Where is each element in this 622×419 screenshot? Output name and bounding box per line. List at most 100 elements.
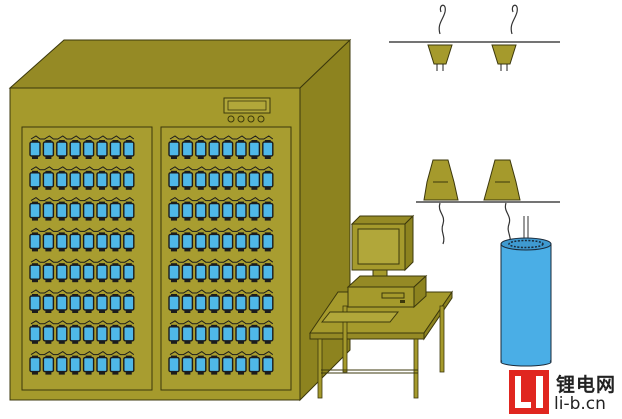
logo-domain: li-b.cn: [554, 394, 606, 414]
cell-clip: [224, 217, 231, 221]
battery-cell: [262, 141, 274, 157]
control-panel: [223, 97, 271, 123]
battery-cell: [109, 264, 122, 280]
cell-clip: [264, 279, 271, 283]
logo-name-cn: 锂电网: [556, 374, 617, 396]
cell-clip: [171, 371, 177, 375]
battery-cell: [208, 172, 220, 188]
cell-clip: [184, 186, 191, 190]
cell-clip: [99, 310, 105, 313]
battery-cell: [195, 172, 207, 188]
cell-clip: [85, 248, 92, 252]
holder-block: [483, 159, 521, 201]
battery-cell: [168, 141, 180, 157]
cabinet-door-left: [21, 126, 153, 391]
cell-clip: [251, 156, 258, 159]
cell-clip: [264, 371, 271, 375]
battery-cell: [221, 356, 234, 373]
battery-cell: [195, 233, 207, 250]
battery-cell: [235, 356, 247, 373]
cell-clip: [58, 186, 65, 190]
battery-cell: [262, 326, 274, 342]
cell-clip: [99, 217, 105, 221]
cell-clip: [238, 340, 244, 344]
battery-cell: [69, 264, 81, 280]
battery-cell: [195, 202, 207, 219]
battery-cell: [123, 295, 135, 311]
battery-cell: [235, 264, 247, 280]
cell-clip: [171, 156, 177, 159]
battery-cell: [42, 264, 55, 280]
li-b-logo-icon: [509, 370, 549, 414]
battery-cell: [221, 172, 234, 188]
cell-clip: [171, 217, 177, 221]
battery-cell: [181, 202, 194, 219]
cell-clip: [211, 186, 218, 190]
cell-clip: [58, 279, 65, 283]
battery-cell: [235, 141, 247, 157]
battery-cell: [168, 202, 180, 219]
battery-cell: [29, 172, 41, 188]
battery-cell: [248, 141, 261, 157]
battery-cell: [29, 295, 41, 311]
cell-clip: [112, 371, 119, 375]
battery-cell: [248, 264, 261, 280]
disk-drive-icon: [381, 292, 405, 299]
cell-clip: [45, 340, 52, 344]
battery-cell: [29, 141, 41, 157]
cell-clip: [171, 248, 177, 252]
cell-clip: [32, 279, 38, 283]
cell-clip: [72, 217, 79, 221]
cell-clip: [72, 371, 79, 375]
cell-clip: [58, 217, 65, 221]
cell-clip: [32, 156, 38, 159]
cell-clip: [125, 371, 132, 375]
cell-clip: [112, 217, 119, 221]
battery-cell: [262, 356, 274, 373]
battery-cell: [29, 356, 41, 373]
wire: [30, 196, 135, 202]
battery-cell: [168, 295, 180, 311]
keyboard: [320, 311, 400, 323]
cell-clip: [72, 186, 79, 190]
cell-clip: [99, 248, 105, 252]
battery-cell: [123, 172, 135, 188]
battery-cell: [29, 264, 41, 280]
battery-cell: [42, 326, 55, 342]
cell-clip: [85, 371, 92, 375]
cell-clip: [211, 279, 218, 283]
lower-fixture: [416, 159, 560, 245]
battery-cell: [96, 172, 108, 188]
battery-cell: [221, 326, 234, 342]
battery-cell: [82, 326, 95, 342]
battery-cell: [42, 172, 55, 188]
battery-cell: [96, 233, 108, 250]
cell-clip: [211, 248, 218, 252]
battery-cell: [42, 295, 55, 311]
cell-clip: [45, 371, 52, 375]
battery-cell: [123, 233, 135, 250]
battery-cell: [195, 326, 207, 342]
wire: [169, 350, 274, 356]
cell-clip: [197, 279, 204, 283]
battery-cell: [29, 326, 41, 342]
cell-clip: [85, 156, 92, 159]
battery-cell: [248, 233, 261, 250]
wire: [30, 289, 135, 294]
battery-cell: [96, 295, 108, 311]
battery-cell: [42, 202, 55, 219]
cell-clip: [251, 248, 258, 252]
cell-clip: [197, 310, 204, 313]
knob-icon: [247, 115, 255, 123]
cell-clip: [45, 156, 52, 159]
cell-clip: [112, 248, 119, 252]
cell-clip: [58, 371, 65, 375]
cell-clip: [45, 217, 52, 221]
cell-clip: [125, 156, 132, 159]
battery-cell: [82, 141, 95, 157]
cell-clip: [72, 310, 79, 313]
cell-clip: [171, 340, 177, 344]
cell-clip: [112, 186, 119, 190]
cell-clip: [58, 156, 65, 159]
battery-cell: [69, 356, 81, 373]
